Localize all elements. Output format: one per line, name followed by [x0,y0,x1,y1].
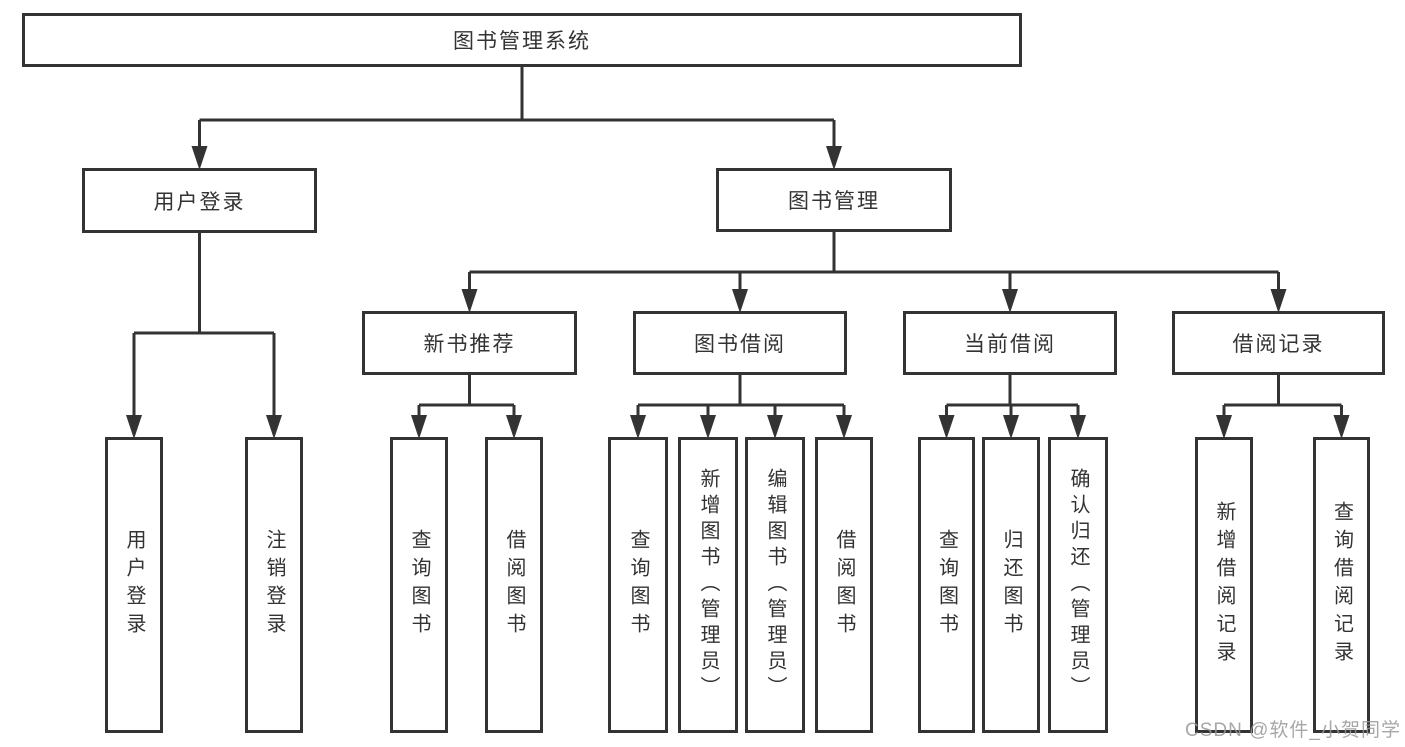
connector-borrow-records [1224,375,1342,407]
node-user-login-action: 用户登录 [105,437,163,733]
node-label-recommend-borrow-books: 借阅图书 [503,529,525,641]
node-label-book-borrow: 图书借阅 [694,333,786,356]
node-label-library-system: 图书管理系统 [453,30,591,53]
arrowhead-user-login-action [126,415,142,439]
node-borrow-records: 借阅记录 [1172,311,1385,375]
arrowhead-book-borrow [732,289,748,313]
node-label-borrow-query-books: 查询图书 [627,529,649,641]
node-records-add-record: 新增借阅记录 [1195,437,1253,733]
node-label-current-return-books: 归还图书 [1000,529,1022,641]
node-label-logout-action: 注销登录 [263,529,285,641]
connector-book-borrow [638,375,844,407]
arrowhead-logout-action [266,415,282,439]
arrowhead-user-login [191,146,208,170]
arrowhead-borrow-add-books-admin [700,415,716,439]
connector-user-login [134,233,274,335]
arrowhead-current-confirm-return-admin [1070,415,1086,439]
arrowhead-recommend-query-books [411,415,427,439]
arrowhead-borrow-edit-books-admin [767,415,783,439]
node-label-records-add-record: 新增借阅记录 [1213,501,1235,669]
arrowhead-borrow-query-books [630,415,646,439]
node-label-book-management: 图书管理 [788,190,880,213]
node-book-management: 图书管理 [716,168,952,232]
node-current-return-books: 归还图书 [982,437,1040,733]
node-logout-action: 注销登录 [245,437,303,733]
node-borrow-add-books-admin: 新增图书（管理员） [678,437,738,733]
node-recommend-borrow-books: 借阅图书 [485,437,543,733]
node-label-user-login-action: 用户登录 [123,529,145,641]
connector-current-borrow [946,375,1078,407]
node-borrow-borrow-books: 借阅图书 [815,437,873,733]
node-label-user-login: 用户登录 [153,190,246,214]
node-current-borrow: 当前借阅 [903,311,1117,375]
arrowhead-book-management [826,146,842,170]
arrowhead-current-query-books [938,415,955,439]
connector-book-management [469,232,1279,274]
node-library-system: 图书管理系统 [22,13,1022,67]
arrowhead-new-book-recommend [461,289,478,313]
node-book-borrow: 图书借阅 [633,311,847,375]
arrowhead-current-borrow [1002,289,1018,313]
node-label-borrow-edit-books-admin: 编辑图书（管理员） [764,468,786,702]
arrowhead-records-add-record [1216,415,1232,439]
node-borrow-edit-books-admin: 编辑图书（管理员） [745,437,805,733]
watermark-text: CSDN @软件_小贺同学 [1185,720,1401,741]
node-borrow-query-books: 查询图书 [608,437,668,733]
arrowhead-borrow-borrow-books [836,415,852,439]
arrowhead-borrow-records [1270,289,1287,313]
node-label-borrow-borrow-books: 借阅图书 [833,529,855,641]
node-current-query-books: 查询图书 [918,437,975,733]
arrowhead-records-query-record [1333,415,1350,439]
node-label-current-borrow: 当前借阅 [964,333,1056,356]
connector-new-book-recommend [419,375,514,407]
node-label-borrow-add-books-admin: 新增图书（管理员） [697,468,719,702]
node-label-records-query-record: 查询借阅记录 [1330,501,1353,669]
node-current-confirm-return-admin: 确认归还（管理员） [1048,437,1108,733]
arrowhead-current-return-books [1003,415,1019,439]
node-label-recommend-query-books: 查询图书 [408,529,430,641]
node-user-login: 用户登录 [82,168,317,233]
node-recommend-query-books: 查询图书 [390,437,448,733]
connector-library-system [199,67,834,122]
node-new-book-recommend: 新书推荐 [362,311,577,375]
node-label-new-book-recommend: 新书推荐 [423,333,516,356]
node-records-query-record: 查询借阅记录 [1313,437,1370,733]
node-label-current-confirm-return-admin: 确认归还（管理员） [1067,468,1089,702]
node-label-current-query-books: 查询图书 [935,529,958,641]
arrowhead-recommend-borrow-books [506,415,522,439]
node-label-borrow-records: 借阅记录 [1232,333,1325,356]
